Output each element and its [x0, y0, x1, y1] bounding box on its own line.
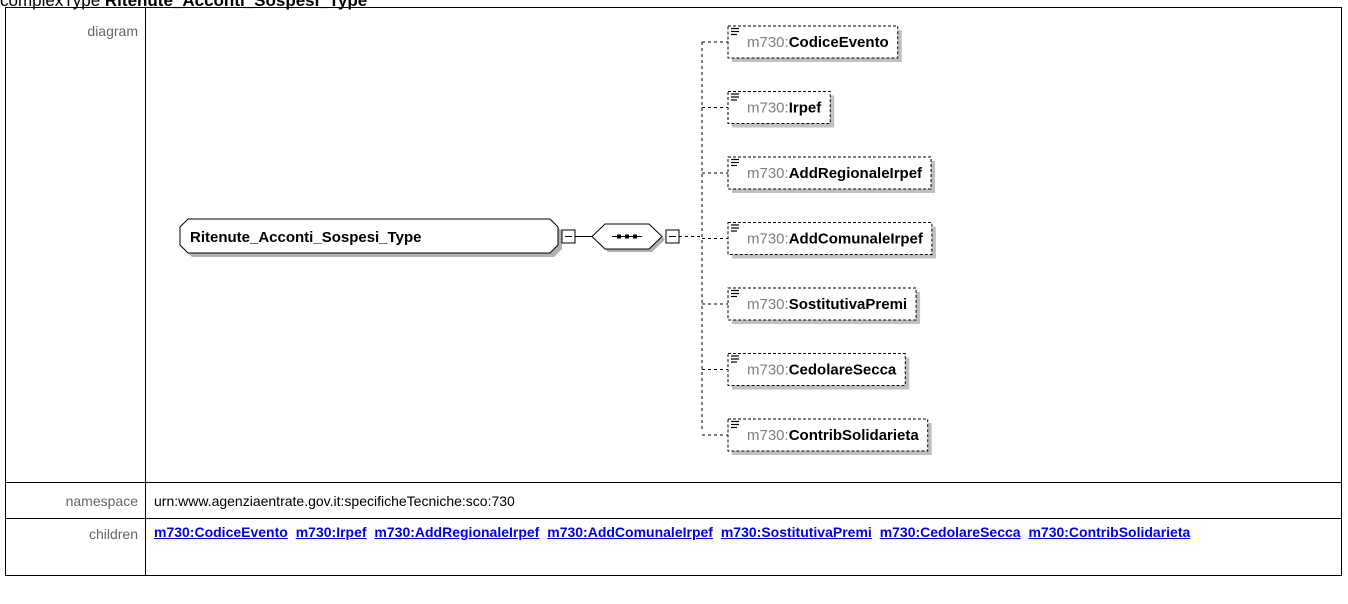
element-prefix: m730:	[747, 231, 789, 248]
children-label: children	[5, 518, 146, 576]
page-title: complexType Ritenute_Acconti_Sospesi_Typ…	[0, 0, 367, 11]
child-link[interactable]: m730:Irpef	[295, 524, 367, 540]
element-prefix: m730:	[747, 296, 789, 313]
element-name: SostitutivaPremi	[789, 296, 907, 313]
element-content-icon	[731, 420, 739, 429]
schema-diagram: Ritenute_Acconti_Sospesi_Type	[179, 25, 936, 455]
children-list: m730:CodiceEvento m730:Irpef m730:AddReg…	[145, 518, 1342, 576]
element-node-sostitutivapremi[interactable]: m730:SostitutivaPremi	[727, 287, 921, 324]
diagram-cell: Ritenute_Acconti_Sospesi_Type	[145, 7, 1342, 483]
root-collapse-icon[interactable]	[561, 229, 576, 244]
element-content-icon	[731, 224, 739, 232]
element-prefix: m730:	[747, 100, 789, 117]
element-name: AddComunaleIrpef	[789, 231, 924, 248]
element-content-icon	[731, 93, 739, 101]
element-content-icon	[731, 158, 739, 167]
element-node-addregionaleirpef[interactable]: m730:AddRegionaleIrpef	[727, 156, 936, 193]
child-link[interactable]: m730:SostitutivaPremi	[720, 524, 872, 540]
children-row: children m730:CodiceEvento m730:Irpef m7…	[5, 518, 1342, 576]
element-name: CodiceEvento	[789, 34, 889, 51]
element-name: Irpef	[789, 100, 823, 117]
element-node-cedolaresecca[interactable]: m730:CedolareSecca	[727, 353, 910, 390]
child-link[interactable]: m730:CedolareSecca	[879, 524, 1021, 540]
schema-doc-table: diagram Ritenute_Acconti_Sospesi_Type	[5, 7, 1342, 576]
element-node-irpef[interactable]: m730:Irpef	[727, 91, 835, 128]
element-label: m730:SostitutivaPremi	[747, 296, 907, 313]
element-name: AddRegionaleIrpef	[789, 165, 923, 182]
namespace-row: namespace urn:www.agenziaentrate.gov.it:…	[5, 482, 1342, 519]
element-content-icon	[731, 27, 739, 36]
element-label: m730:CodiceEvento	[747, 34, 889, 51]
element-prefix: m730:	[747, 165, 789, 182]
element-content-icon	[731, 289, 739, 298]
element-label: m730:ContribSolidarieta	[747, 427, 919, 444]
element-prefix: m730:	[747, 34, 789, 51]
child-link[interactable]: m730:AddComunaleIrpef	[547, 524, 713, 540]
element-prefix: m730:	[747, 362, 789, 379]
element-prefix: m730:	[747, 427, 789, 444]
sequence-compositor-icon[interactable]	[591, 223, 665, 252]
diagram-label: diagram	[5, 7, 146, 483]
element-label: m730:CedolareSecca	[747, 362, 897, 379]
root-type-label: Ritenute_Acconti_Sospesi_Type	[190, 229, 421, 246]
namespace-value: urn:www.agenziaentrate.gov.it:specifiche…	[145, 482, 1342, 519]
element-name: ContribSolidarieta	[789, 427, 920, 444]
title-prefix: complexType	[0, 0, 101, 10]
child-link[interactable]: m730:AddRegionaleIrpef	[374, 524, 540, 540]
title-type-name: Ritenute_Acconti_Sospesi_Type	[104, 0, 368, 10]
element-node-codiceevento[interactable]: m730:CodiceEvento	[727, 25, 902, 62]
root-type-node[interactable]: Ritenute_Acconti_Sospesi_Type	[179, 218, 562, 257]
element-label: m730:AddRegionaleIrpef	[747, 165, 923, 182]
element-content-icon	[731, 355, 739, 363]
sequence-collapse-icon[interactable]	[665, 229, 680, 244]
element-name: CedolareSecca	[789, 362, 897, 379]
diagram-row: diagram Ritenute_Acconti_Sospesi_Type	[5, 7, 1342, 483]
element-node-addcomunaleirpef[interactable]: m730:AddComunaleIrpef	[727, 222, 936, 259]
element-label: m730:Irpef	[747, 100, 822, 117]
element-label: m730:AddComunaleIrpef	[747, 231, 924, 248]
element-node-contribsolidarieta[interactable]: m730:ContribSolidarieta	[727, 418, 932, 455]
namespace-label: namespace	[5, 482, 146, 519]
child-link[interactable]: m730:CodiceEvento	[154, 524, 288, 540]
child-link[interactable]: m730:ContribSolidarieta	[1028, 524, 1191, 540]
